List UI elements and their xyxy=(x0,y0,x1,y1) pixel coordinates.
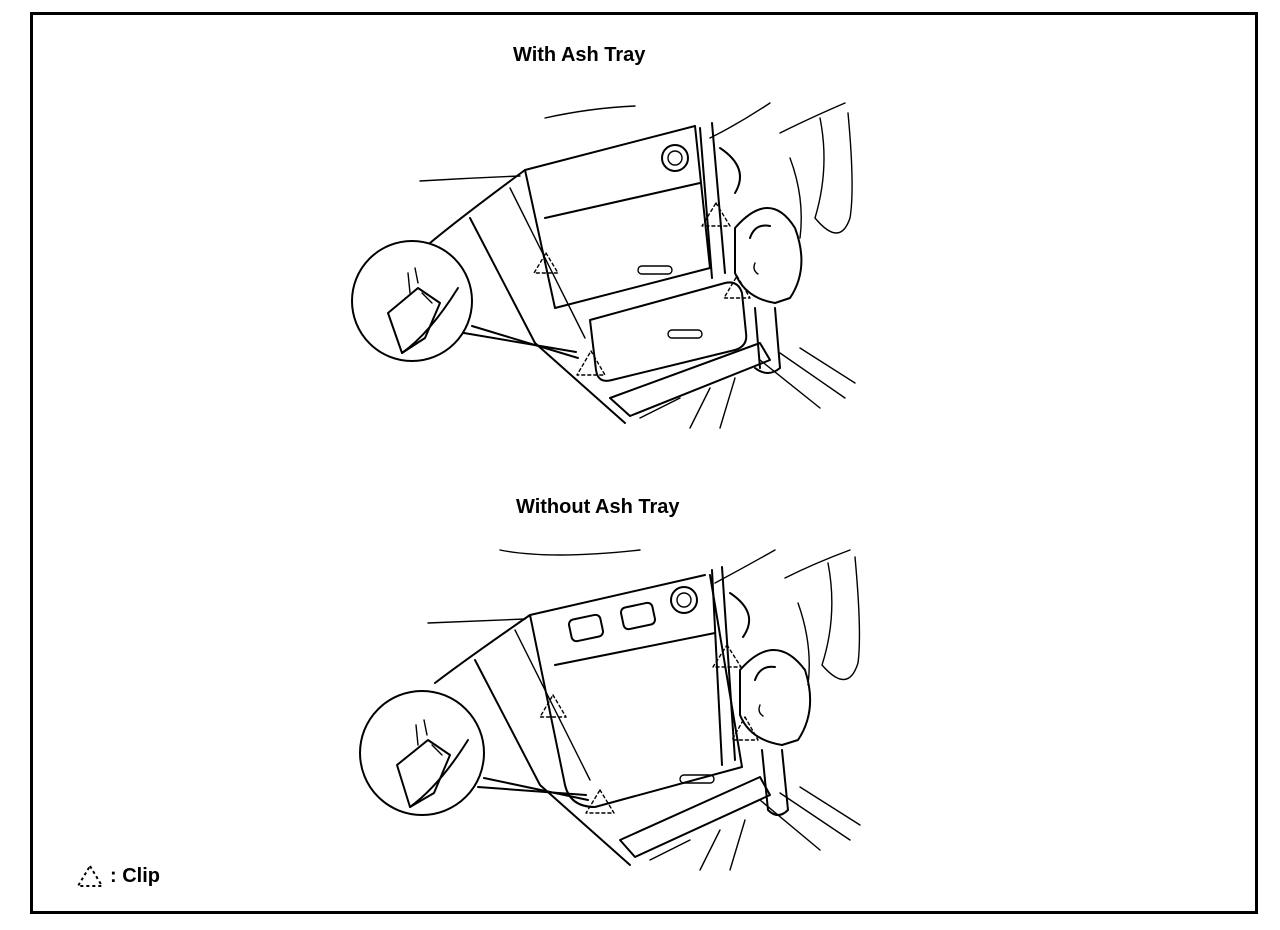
console-with-ash-tray-illustration xyxy=(351,102,856,429)
console-without-ash-tray-illustration xyxy=(359,549,861,871)
clip-legend-label: : Clip xyxy=(110,864,160,887)
dotted-triangle-clip-icon xyxy=(76,864,104,887)
section-title-without-ash-tray: Without Ash Tray xyxy=(516,496,680,518)
section-title-with-ash-tray: With Ash Tray xyxy=(513,44,646,66)
clip-legend: : Clip xyxy=(76,864,160,888)
diagram-frame xyxy=(30,12,1258,914)
